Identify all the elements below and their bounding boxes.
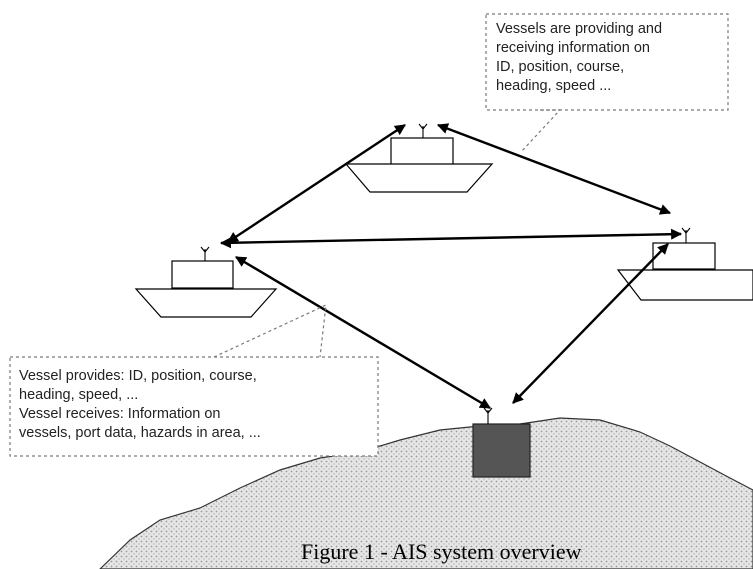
link-right-base [512, 243, 669, 404]
antenna-icon [681, 227, 691, 243]
vessel-top [344, 137, 494, 193]
vessel-right [616, 242, 753, 301]
link-top-right [436, 123, 672, 215]
callout-line: Vessel receives: Information on [19, 406, 221, 422]
callout-vessel-info: Vessel provides: ID, position, course, h… [19, 367, 261, 443]
figure-caption: Figure 1 - AIS system overview [301, 539, 582, 564]
callout-line: Vessels are providing and [496, 21, 663, 37]
antenna-icon [200, 246, 210, 261]
callout-top-pointer [520, 109, 562, 153]
link-left-right [219, 228, 683, 249]
callout-top-box [485, 13, 729, 111]
callout-line: vessels, port data, hazards in area, ... [19, 425, 261, 441]
callout-line: Vessel provides: ID, position, course, [19, 368, 257, 384]
callout-line: receiving information on [496, 40, 650, 56]
base-station [472, 423, 531, 478]
callout-left-pointer [213, 304, 327, 358]
antenna-icon [418, 123, 428, 138]
callout-line: ID, position, course, [496, 59, 625, 75]
callout-line: heading, speed, ... [19, 387, 139, 403]
callout-vessel-network: Vessels are providing and receiving info… [496, 20, 662, 96]
callout-line: heading, speed ... [496, 78, 612, 94]
link-left-top [227, 123, 406, 244]
antenna-icon [483, 407, 493, 424]
callout-left-box [9, 356, 379, 457]
link-left-base [235, 255, 491, 410]
